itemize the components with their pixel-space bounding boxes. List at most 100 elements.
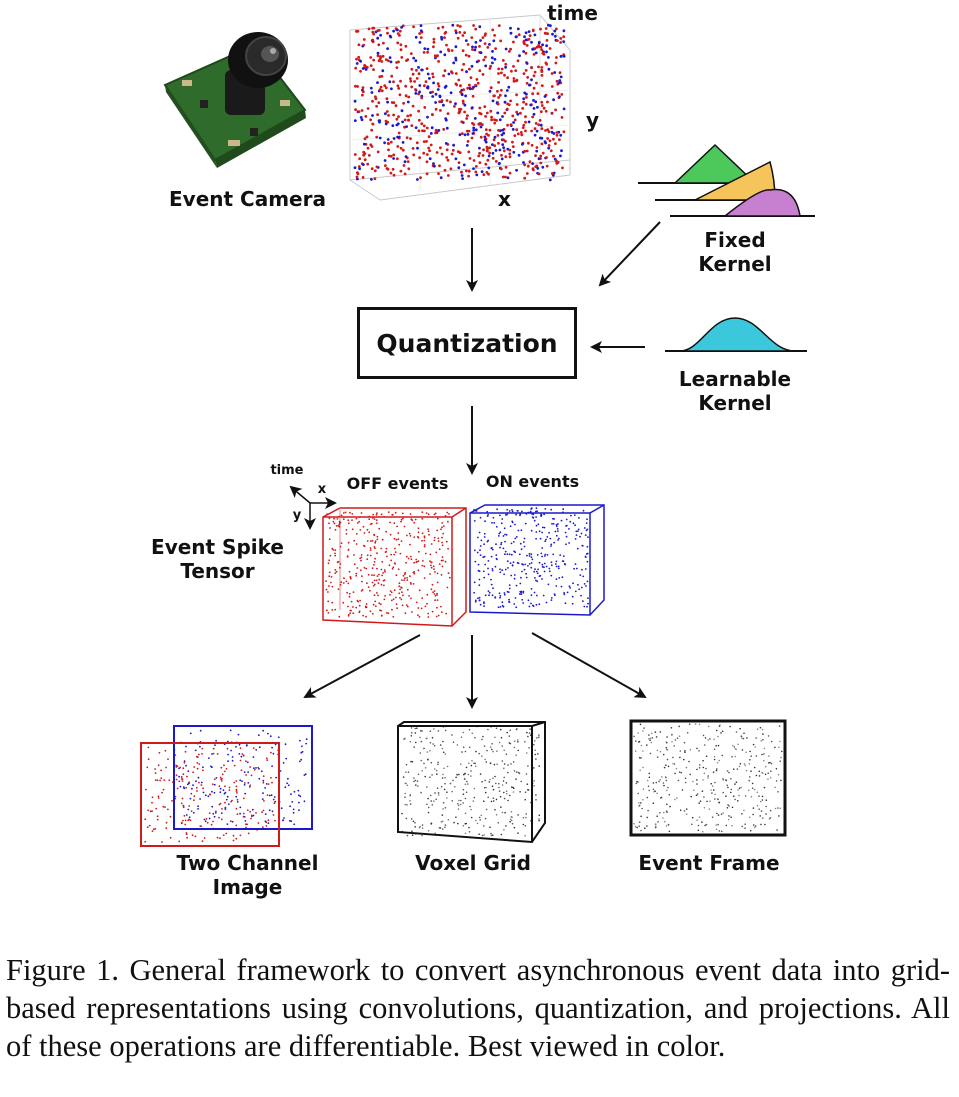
event-point: [547, 67, 551, 71]
voxel-point: [419, 752, 422, 754]
on-event-point: [487, 560, 490, 562]
off-event-point: [363, 566, 366, 569]
voxel-point: [404, 803, 406, 806]
event-point: [530, 78, 533, 82]
frame-pixel: [762, 817, 764, 819]
blue-channel-point: [244, 820, 247, 822]
event-point: [423, 84, 426, 88]
voxel-point: [500, 833, 503, 836]
voxel-point: [441, 828, 444, 830]
red-channel-point: [198, 781, 200, 784]
event-point: [516, 112, 520, 116]
event-point: [538, 119, 542, 122]
event-point: [385, 97, 389, 101]
blue-channel-point: [235, 745, 237, 748]
on-event-point: [555, 585, 558, 587]
frame-pixel: [647, 809, 649, 812]
frame-pixel: [711, 792, 713, 794]
event-point: [476, 81, 480, 85]
blue-channel-point: [272, 752, 275, 755]
on-event-point: [524, 522, 527, 525]
frame-pixel: [649, 752, 652, 755]
frame-pixel: [718, 759, 720, 762]
event-point: [524, 31, 528, 35]
event-point: [454, 45, 458, 49]
red-channel-point: [175, 764, 178, 767]
frame-pixel: [720, 732, 722, 734]
frame-pixel: [642, 730, 644, 732]
on-event-point: [479, 554, 482, 556]
blue-channel-point: [199, 745, 201, 748]
frame-pixel: [725, 779, 727, 781]
off-event-point: [404, 577, 406, 580]
voxel-point: [414, 727, 417, 730]
event-point: [409, 113, 412, 117]
event-point: [415, 141, 419, 145]
frame-pixel: [691, 816, 694, 819]
event-point: [503, 100, 507, 104]
red-channel-point: [219, 837, 221, 840]
event-point: [467, 169, 471, 173]
on-event-point: [504, 568, 507, 571]
event-point: [409, 77, 412, 80]
frame-pixel: [737, 743, 739, 746]
off-event-point: [391, 567, 394, 570]
voxel-point: [468, 826, 470, 829]
event-point: [390, 87, 393, 91]
on-event-point: [490, 555, 493, 558]
voxel-point: [420, 740, 423, 743]
event-point: [449, 167, 453, 171]
frame-pixel: [775, 768, 778, 770]
blue-channel-point: [282, 819, 285, 821]
event-point: [437, 26, 440, 30]
off-event-point: [399, 597, 401, 599]
on-event-point: [506, 553, 509, 555]
event-point: [381, 69, 385, 73]
red-channel-point: [160, 777, 163, 779]
voxel-point: [460, 799, 462, 802]
on-event-point: [491, 521, 493, 524]
on-event-point: [568, 528, 570, 530]
off-event-point: [372, 603, 375, 606]
blue-channel-point: [299, 760, 301, 763]
event-point: [371, 26, 375, 30]
event-point: [431, 90, 434, 94]
off-event-point: [433, 590, 436, 592]
event-point: [487, 166, 491, 170]
off-event-point: [369, 547, 372, 549]
voxel-point: [473, 796, 476, 799]
event-point: [500, 67, 504, 71]
event-point: [432, 40, 436, 44]
red-channel-point: [201, 840, 204, 843]
off-event-point: [361, 588, 364, 591]
frame-pixel: [765, 813, 767, 815]
off-event-point: [395, 538, 398, 541]
frame-pixel: [748, 779, 750, 782]
off-event-point: [339, 545, 342, 548]
frame-pixel: [730, 791, 732, 794]
event-point: [431, 113, 434, 117]
event-point: [456, 36, 460, 40]
frame-pixel: [730, 778, 732, 780]
off-event-point: [327, 612, 330, 614]
off-event-point: [400, 598, 403, 601]
red-channel-point: [210, 823, 213, 826]
voxel-point: [490, 834, 493, 837]
red-channel-point: [267, 819, 270, 822]
off-event-point: [366, 558, 369, 561]
event-point: [537, 172, 541, 176]
event-point: [479, 51, 483, 55]
on-event-point: [478, 531, 481, 534]
blue-channel-point: [264, 787, 266, 789]
blue-channel-point: [239, 812, 242, 815]
voxel-point: [406, 834, 409, 837]
event-point: [462, 163, 466, 167]
event-point: [383, 141, 386, 145]
off-event-point: [387, 511, 390, 513]
event-point: [466, 140, 470, 143]
event-point: [378, 119, 381, 122]
voxel-point: [410, 760, 412, 763]
voxel-point: [493, 763, 496, 766]
event-point: [555, 133, 559, 137]
event-point: [412, 56, 416, 60]
